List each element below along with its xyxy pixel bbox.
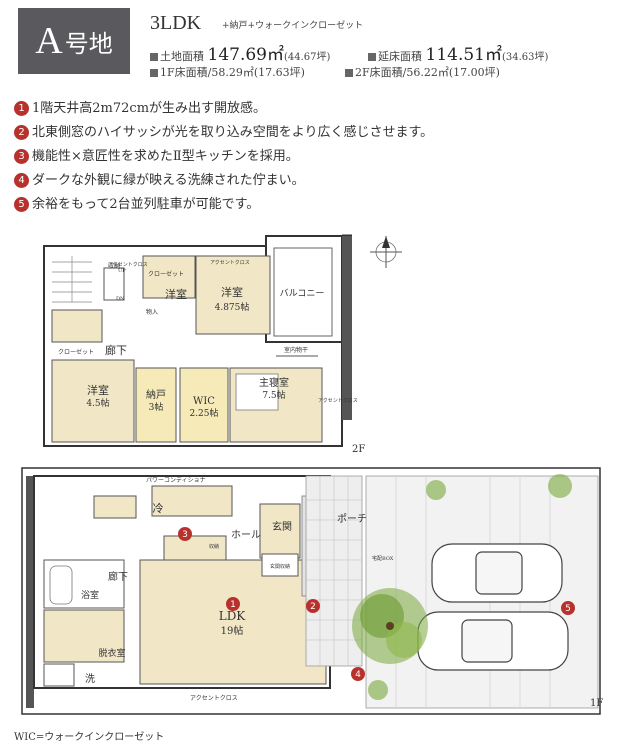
layout-type: 3LDK	[150, 12, 202, 34]
svg-text:19帖: 19帖	[221, 624, 244, 637]
lot-suffix: 号地	[64, 29, 113, 58]
svg-text:洋室: 洋室	[221, 285, 243, 299]
layout-extras: +納戸+ウォークインクローゼット	[222, 21, 364, 31]
svg-text:4: 4	[355, 670, 361, 680]
svg-text:UP: UP	[118, 268, 126, 274]
lot-badge: A 号地	[18, 8, 130, 74]
floor1-area: 1F床面積/58.29㎡(17.63坪)	[150, 64, 305, 80]
dressing-room	[43, 609, 125, 663]
bedroom-left	[51, 359, 135, 443]
lot-letter: A	[35, 20, 63, 62]
svg-text:廊下: 廊下	[108, 570, 128, 583]
bedroom-top	[195, 255, 271, 335]
marker-1	[226, 597, 240, 611]
svg-text:玄関収納: 玄関収納	[270, 563, 290, 570]
svg-text:冷: 冷	[153, 502, 164, 515]
svg-text:洗: 洗	[85, 673, 95, 685]
svg-text:玄関: 玄関	[272, 520, 292, 533]
svg-text:クローゼット: クローゼット	[58, 348, 94, 356]
toilet-room	[103, 267, 125, 301]
svg-text:アクセントクロス: アクセントクロス	[190, 695, 238, 702]
svg-text:ホール: ホール	[231, 529, 261, 541]
svg-text:洋室: 洋室	[87, 383, 109, 397]
svg-text:主寝室: 主寝室	[259, 376, 289, 389]
kitchen-counter	[151, 485, 233, 517]
closet-top	[142, 255, 196, 299]
wic-room	[179, 367, 229, 443]
floor2-plan: 洋室 洋室 4.875帖 クローゼット バルコニー 廊下 洋室 4.5帖 納戸 …	[43, 234, 365, 455]
kitchen-island	[163, 535, 227, 561]
svg-text:3帖: 3帖	[149, 401, 164, 413]
svg-text:アクセントクロス: アクセントクロス	[210, 260, 250, 266]
svg-text:アクセントクロス: アクセントクロス	[318, 398, 358, 404]
svg-text:収納: 収納	[108, 262, 120, 270]
square-bullet-icon	[345, 69, 353, 77]
marker-5	[561, 601, 575, 615]
svg-text:5: 5	[565, 604, 571, 614]
svg-text:収納: 収納	[209, 543, 219, 550]
square-bullet-icon	[150, 53, 158, 61]
marker-3	[178, 527, 192, 541]
svg-text:アクセントクロス: アクセントクロス	[108, 262, 148, 268]
svg-text:室内物干: 室内物干	[284, 346, 308, 354]
total-floor-area: 延床面積 114.51㎡(34.63坪)	[368, 40, 548, 65]
land-area: 土地面積 147.69㎡(44.67坪)	[150, 40, 330, 65]
shoe-storage	[261, 553, 299, 577]
svg-text:2F: 2F	[352, 444, 365, 455]
svg-text:洋室: 洋室	[165, 287, 187, 301]
svg-text:廊下: 廊下	[105, 343, 127, 357]
square-bullet-icon	[368, 53, 376, 61]
square-bullet-icon	[150, 69, 158, 77]
marker-4	[351, 667, 365, 681]
svg-text:パワーコンディショナ: パワーコンディショナ	[146, 476, 206, 484]
svg-text:1F: 1F	[590, 698, 603, 709]
entrance-area	[259, 503, 301, 559]
svg-text:DN: DN	[116, 296, 125, 302]
svg-text:バルコニー: バルコニー	[280, 288, 325, 299]
svg-text:浴室: 浴室	[81, 589, 99, 601]
svg-text:1: 1	[230, 600, 236, 610]
svg-text:2.25帖: 2.25帖	[189, 407, 218, 419]
footer-note: WIC=ウォークインクローゼット	[14, 732, 165, 743]
plan-markers: 3 1 2 4 5	[178, 527, 575, 681]
storage-room	[135, 367, 177, 443]
svg-text:WIC: WIC	[193, 396, 215, 407]
wall-dark	[26, 476, 34, 708]
svg-text:クローゼット: クローゼット	[148, 270, 184, 278]
floor1-plan: LDK 19帖 冷 ホール 玄関 ポーチ 廊下 浴室 脱衣室 洗 アクセントクロ…	[21, 467, 603, 715]
compass	[370, 236, 402, 268]
svg-text:脱衣室: 脱衣室	[98, 647, 125, 659]
svg-text:4.875帖: 4.875帖	[215, 301, 250, 313]
svg-text:物入: 物入	[146, 308, 158, 316]
closet-left-area	[51, 309, 103, 343]
svg-text:納戸: 納戸	[146, 388, 166, 401]
svg-text:宅配BOX: 宅配BOX	[372, 555, 394, 562]
svg-text:3: 3	[182, 530, 188, 540]
svg-text:LDK: LDK	[219, 609, 247, 623]
svg-text:4.5帖: 4.5帖	[86, 397, 109, 409]
marker-2	[306, 599, 320, 613]
svg-text:ポーチ: ポーチ	[337, 513, 367, 525]
svg-text:7.5帖: 7.5帖	[262, 389, 285, 401]
svg-text:2: 2	[310, 602, 316, 612]
wall-dark	[342, 236, 352, 420]
floor2-area: 2F床面積/56.22㎡(17.00坪)	[345, 64, 500, 80]
ldk-area	[139, 559, 327, 685]
